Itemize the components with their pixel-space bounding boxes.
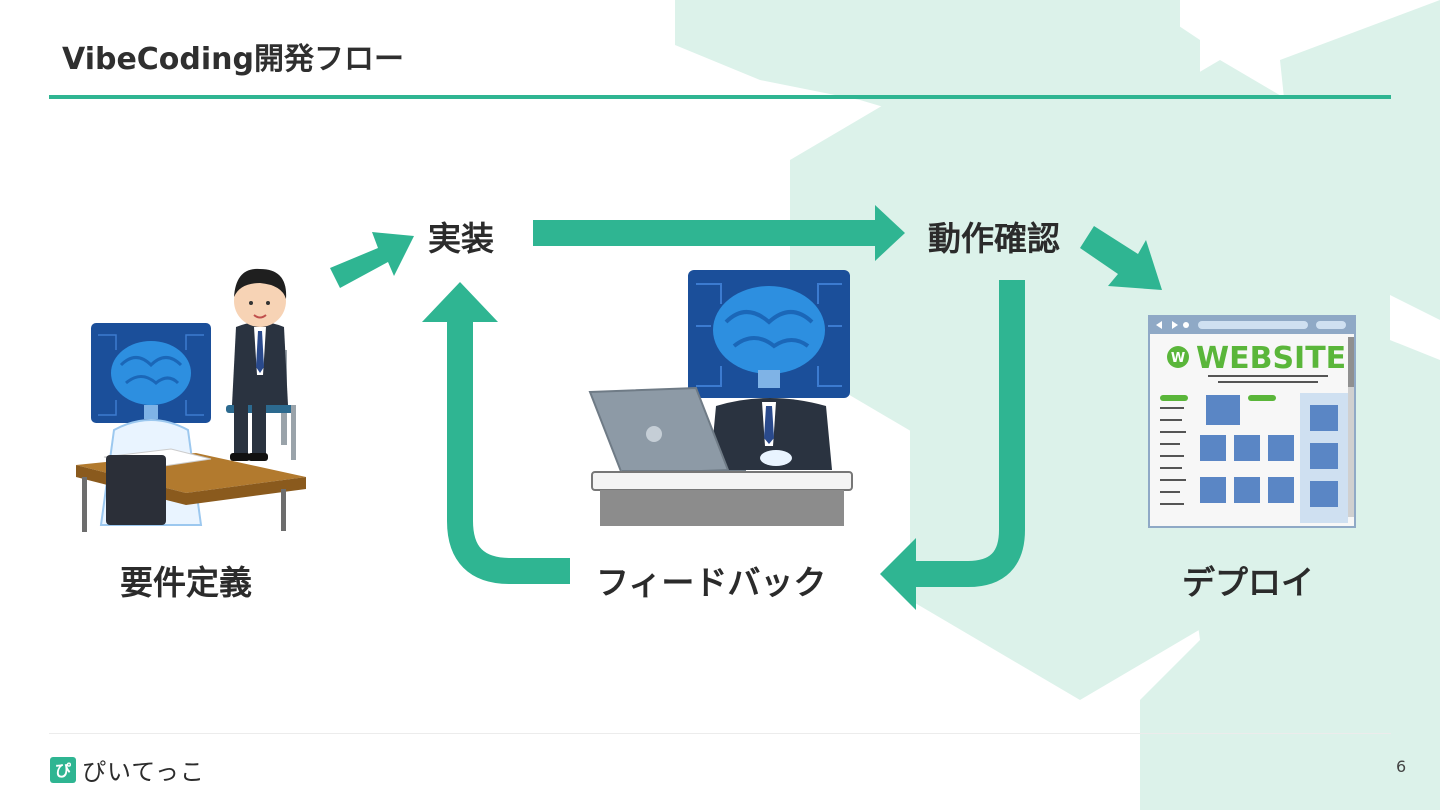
step-implementation-label: 実装 [428,219,494,258]
desk-icon [76,448,306,532]
arrow-feedback-to-implementation-head [422,282,498,322]
step-requirements-label: 要件定義 [120,563,252,602]
website-illustration: W WEBSITE [1148,315,1356,528]
brand-logo-icon: ぴ [50,756,76,783]
step-feedback-label: フィードバック [596,563,827,602]
website-logo-icon [1167,346,1189,368]
title-underline [49,95,1391,99]
step-deploy-label: デプロイ [1182,563,1314,602]
svg-text:W: W [1171,351,1185,366]
slide-title: VibeCoding開発フロー [62,42,405,77]
arrow-requirements-to-implementation [330,232,414,288]
arrow-verification-to-feedback [912,280,1025,587]
ai-developer-illustration [588,270,853,526]
website-heading: WEBSITE [1196,341,1346,376]
brand-name: ぴいてっこ [82,758,205,786]
arrow-verification-to-deploy [1080,226,1162,290]
page-number: 6 [1396,757,1407,776]
requirements-illustration [76,268,306,532]
arrow-verification-to-feedback-head [880,538,916,610]
brand-logo: ぴ ぴいてっこ [50,752,205,787]
browser-nav-icon [1156,321,1189,329]
step-verification-label: 動作確認 [928,219,1060,258]
svg-text:ぴ: ぴ [55,761,71,780]
footer-divider [49,733,1391,734]
business-person-icon [226,268,296,461]
arrow-implementation-to-verification [533,205,905,261]
desk-icon [591,471,853,526]
arrow-feedback-to-implementation [447,318,570,584]
ai-monitor-icon [688,270,850,398]
